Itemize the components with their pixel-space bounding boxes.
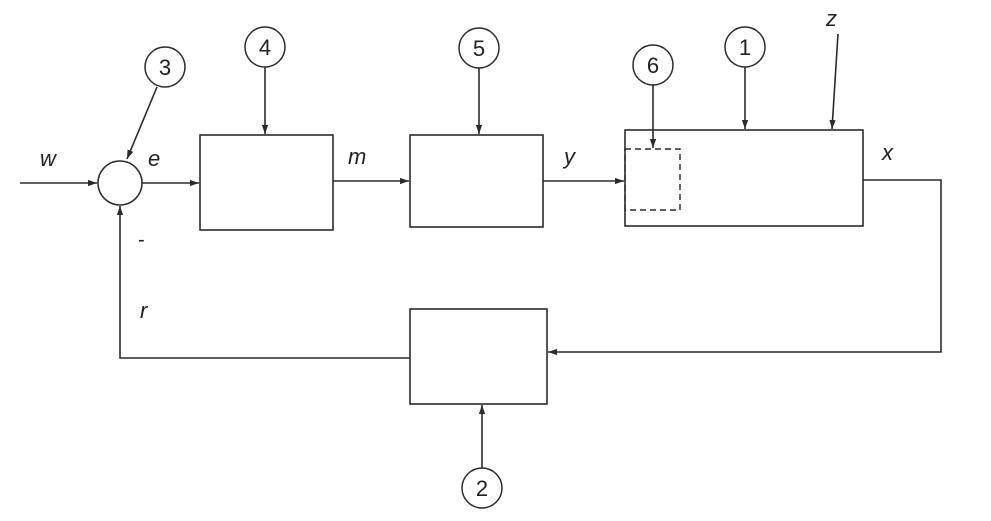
marker-4-label: 4 bbox=[259, 35, 271, 60]
block-plant-inner-dashed bbox=[624, 148, 681, 211]
marker-3-label: 3 bbox=[159, 55, 171, 80]
summing-junction bbox=[97, 160, 143, 206]
signal-label-e: e bbox=[148, 146, 160, 171]
marker-1-label: 1 bbox=[739, 35, 751, 60]
signal-label-z: z bbox=[825, 6, 837, 31]
feedback-minus-sign: - bbox=[138, 229, 145, 251]
marker-2-label: 2 bbox=[476, 476, 488, 501]
marker-6: 6 bbox=[632, 44, 674, 86]
signal-label-r: r bbox=[140, 298, 149, 323]
marker-4: 4 bbox=[244, 26, 286, 68]
wire-z bbox=[829, 33, 839, 130]
marker-3: 3 bbox=[144, 46, 186, 88]
wire-x-feedback bbox=[548, 179, 942, 356]
signal-label-x: x bbox=[881, 140, 894, 165]
marker-5: 5 bbox=[458, 27, 500, 69]
signal-label-w: w bbox=[40, 146, 58, 171]
marker-6-label: 6 bbox=[647, 53, 659, 78]
signal-label-m: m bbox=[348, 144, 366, 169]
marker-2: 2 bbox=[461, 467, 503, 509]
signal-label-y: y bbox=[562, 144, 577, 169]
block-plant bbox=[624, 129, 864, 227]
leader-marker-3 bbox=[126, 86, 158, 160]
block-sensor bbox=[409, 308, 548, 405]
block-controller bbox=[199, 134, 334, 231]
marker-5-label: 5 bbox=[473, 36, 485, 61]
wire-r-feedback bbox=[116, 206, 410, 359]
block-actuator bbox=[409, 134, 544, 228]
marker-1: 1 bbox=[724, 26, 766, 68]
